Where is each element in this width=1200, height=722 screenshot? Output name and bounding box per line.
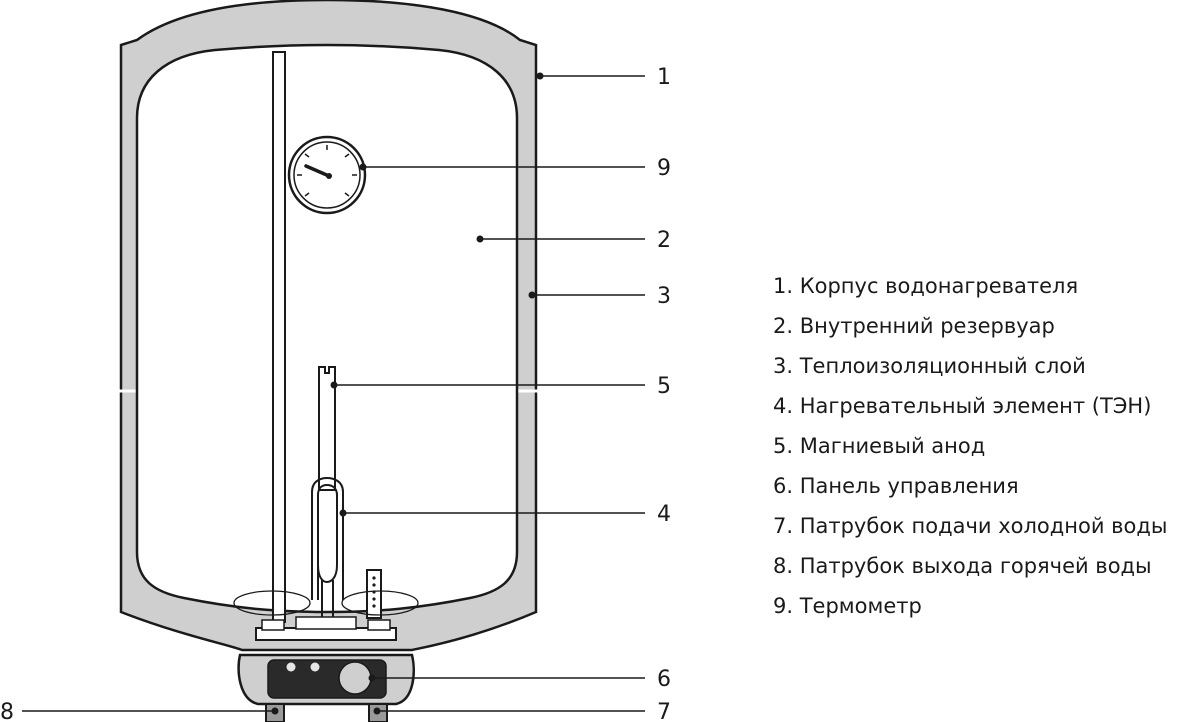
legend-item-housing: 1. Корпус водонагревателя [773, 274, 1079, 298]
callout-2: 2 [657, 228, 671, 253]
magnesium-anode [318, 366, 336, 491]
legend-item-cold-water-inlet: 7. Патрубок подачи холодной воды [773, 514, 1168, 538]
callout-dots [271, 72, 544, 715]
thermometer [287, 135, 367, 215]
callout-3: 3 [657, 284, 671, 309]
legend-item-hot-water-outlet: 8. Патрубок выхода горячей воды [773, 554, 1152, 578]
legend-item-magnesium-anode: 5. Магниевый анод [773, 434, 986, 458]
outlet-pipes [265, 703, 388, 722]
thermometer-ticks [297, 145, 357, 197]
callout-1: 1 [657, 65, 671, 90]
callout-5: 5 [657, 374, 671, 399]
inner-tank [135, 43, 519, 614]
flange-plates [233, 590, 419, 616]
heating-element [311, 476, 344, 620]
control-panel [237, 653, 415, 706]
legend-item-insulation: 3. Теплоизоляционный слой [773, 354, 1086, 378]
legend-item-thermometer: 9. Термометр [773, 594, 922, 618]
legend-item-heating-element: 4. Нагревательный элемент (ТЭН) [773, 394, 1152, 418]
callout-9: 9 [657, 156, 671, 181]
callout-4: 4 [657, 502, 671, 527]
callout-6: 6 [657, 667, 671, 692]
flange-base [255, 616, 397, 641]
callout-leaders [22, 75, 645, 712]
callout-7: 7 [657, 700, 671, 722]
legend: 1. Корпус водонагревателя 2. Внутренний … [773, 266, 1168, 626]
callout-8: 8 [0, 700, 14, 722]
thermostat-probe [366, 569, 382, 619]
outlet-tube [272, 51, 286, 623]
thermometer-needle [304, 164, 331, 178]
legend-item-inner-tank: 2. Внутренний резервуар [773, 314, 1055, 338]
legend-item-control-panel: 6. Панель управления [773, 474, 1019, 498]
callout-numbers: 1 9 2 3 5 4 6 8 7 [0, 65, 671, 722]
